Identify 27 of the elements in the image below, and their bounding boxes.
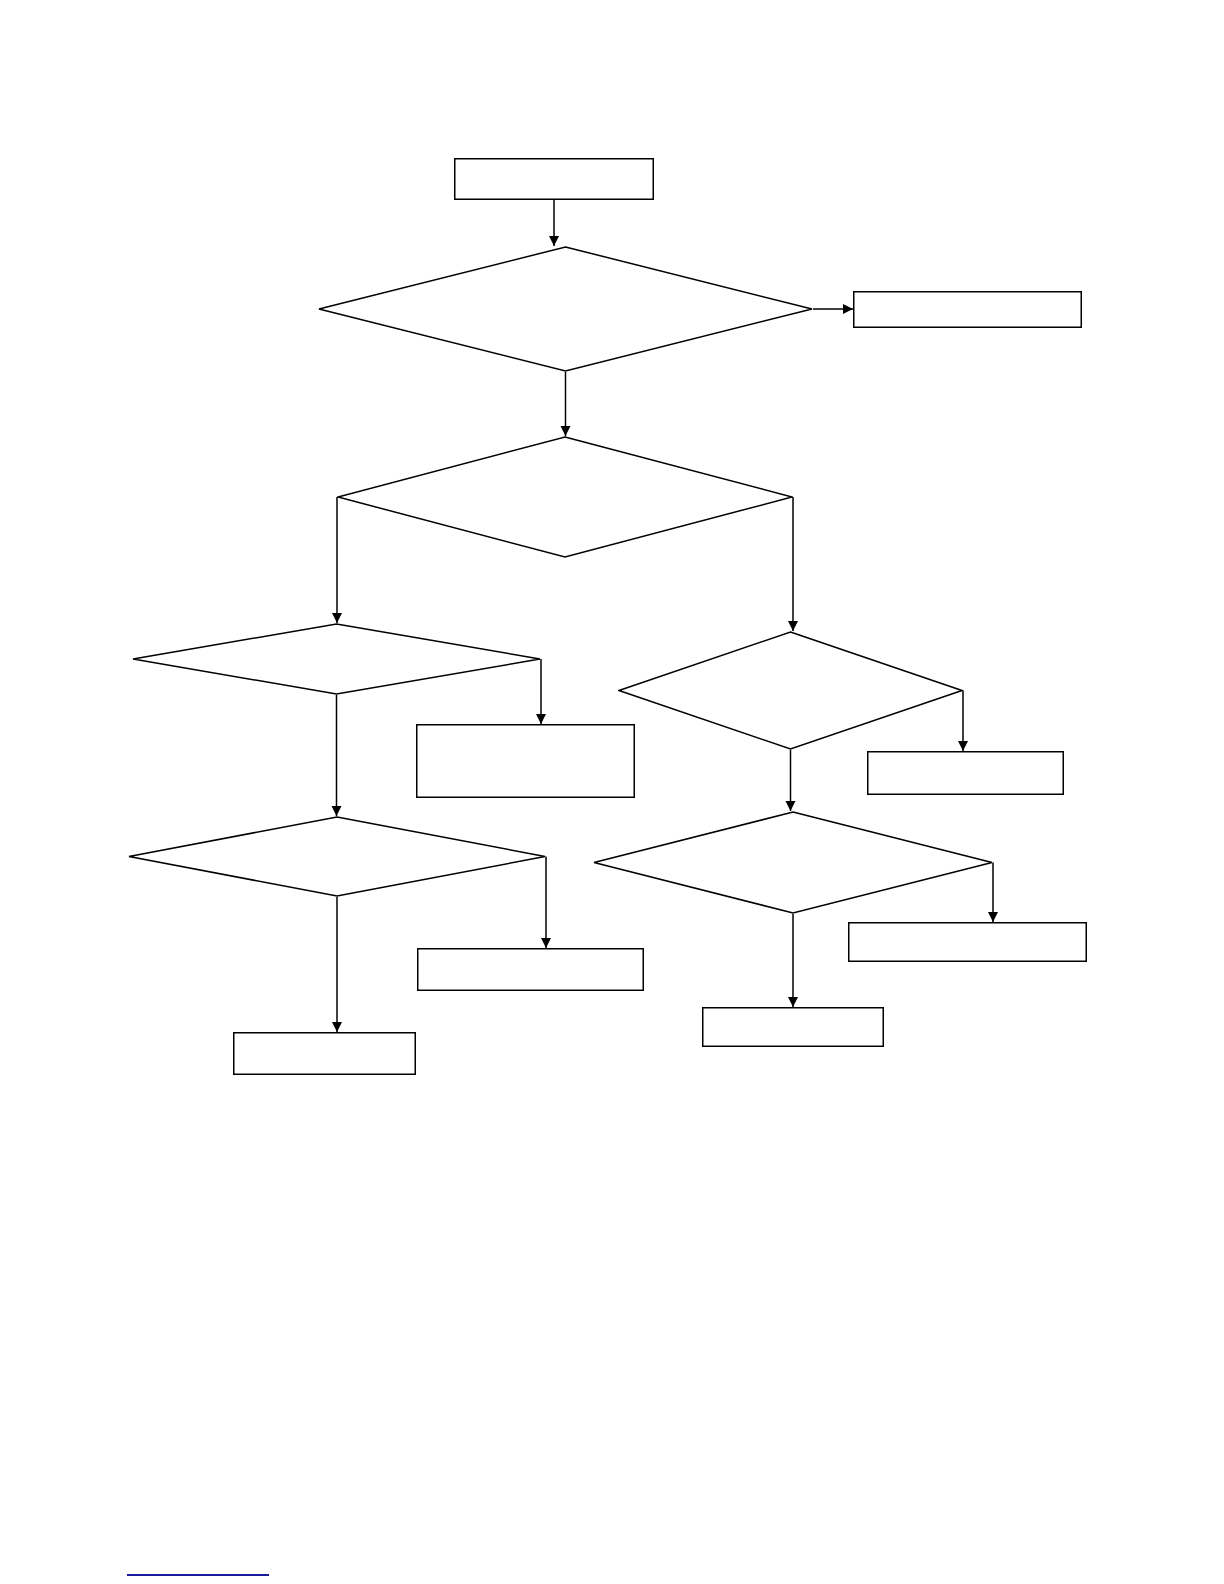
arrow xyxy=(540,855,552,949)
arrow xyxy=(560,371,571,437)
decision-diamond xyxy=(337,436,793,558)
arrow xyxy=(957,689,969,752)
process-box xyxy=(233,1032,416,1075)
arrow xyxy=(812,303,854,315)
process-box xyxy=(702,1007,884,1047)
process-box xyxy=(417,948,644,991)
arrow xyxy=(548,199,560,247)
process-box xyxy=(416,724,635,798)
arrow xyxy=(787,913,799,1008)
decision-diamond xyxy=(593,811,993,914)
decision-diamond xyxy=(132,623,541,695)
decision-diamond xyxy=(618,631,963,750)
arrow xyxy=(785,749,796,812)
arrow xyxy=(987,861,999,923)
decision-diamond xyxy=(318,246,813,372)
process-box xyxy=(853,291,1082,328)
arrow xyxy=(331,694,342,817)
arrow xyxy=(331,496,343,624)
process-box xyxy=(848,922,1087,962)
arrow xyxy=(331,896,343,1033)
decision-diamond xyxy=(128,816,546,897)
process-box xyxy=(867,751,1064,795)
arrow xyxy=(535,658,547,725)
process-box xyxy=(454,158,654,200)
arrow xyxy=(787,496,799,632)
